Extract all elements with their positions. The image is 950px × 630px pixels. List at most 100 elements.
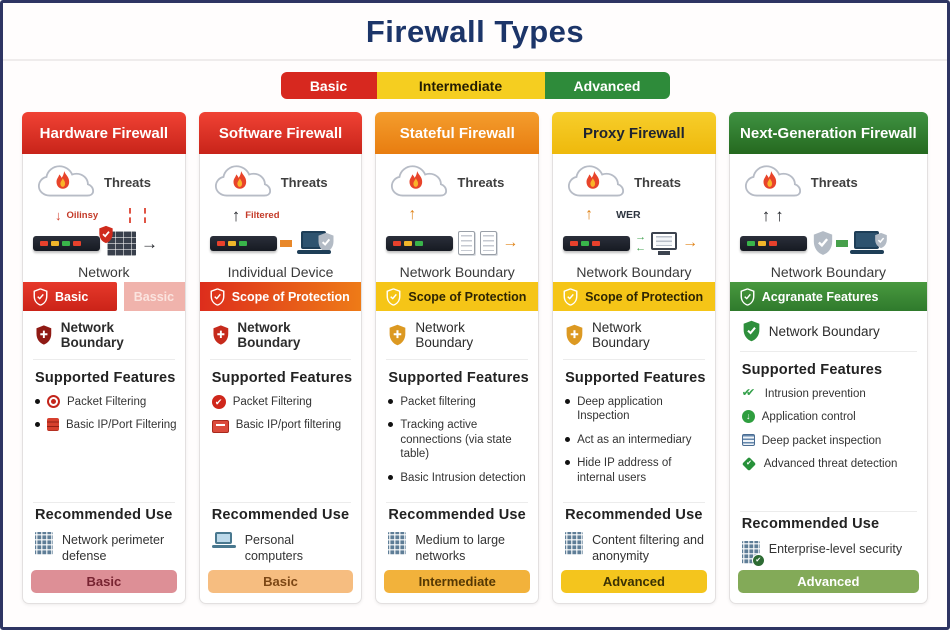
feature-item: Tracking active connections (via state t…: [388, 418, 530, 461]
recommended-text: Personal computers: [244, 532, 304, 563]
level-badge: Advanced: [561, 570, 707, 593]
divider: [209, 501, 352, 503]
recommended-text: Medium to large networks: [415, 532, 505, 563]
badge-row: Basic: [200, 564, 362, 603]
recommended-text: Network perimeter defense: [62, 532, 165, 563]
feature-item: Basic IP/port filtering: [211, 418, 354, 434]
shield-icon: [386, 288, 401, 306]
illustration-caption: Individual Device: [227, 264, 334, 280]
legend-advanced: Advanced: [544, 72, 670, 99]
illustration: Threats Oilinsy Network: [23, 154, 185, 282]
recommended-title: Recommended Use: [565, 506, 703, 523]
shield-icon: [812, 230, 834, 256]
column-header: Hardware Firewall: [22, 112, 186, 154]
scope-row: Network Boundary: [200, 311, 362, 357]
scope-label: Network Boundary: [592, 320, 650, 350]
firewall-appliance-icon: [563, 235, 631, 251]
blocked-arrow-icon: [55, 209, 62, 222]
recommended-title: Recommended Use: [211, 506, 350, 523]
firewall-appliance-icon: [386, 235, 454, 251]
band-label: Basic: [55, 289, 89, 304]
divider: [386, 501, 529, 503]
recommended-text: Content filtering and anonymity: [592, 532, 704, 563]
recommended-text: Enterprise-level security: [768, 542, 903, 556]
shield-icon: [210, 288, 225, 306]
column-software-firewall: Software Firewall Threats Filtered: [198, 112, 363, 604]
column-hardware-firewall: Hardware Firewall Threats Oilinsy: [22, 112, 186, 604]
divider: [33, 359, 175, 360]
packet-filtering-icon: [47, 395, 60, 408]
firewall-appliance-icon: [209, 235, 277, 251]
threats-label: Threats: [810, 174, 858, 190]
state-table-document-icon: [458, 231, 476, 255]
supported-features-section: Supported Features Packet Filtering Basi…: [23, 362, 185, 500]
laptop-icon: [296, 231, 331, 255]
diamond-check-icon: [741, 457, 756, 472]
features-band: Acgranate Features: [729, 282, 927, 311]
threat-cloud-icon: [744, 163, 802, 201]
building-icon: [565, 531, 584, 555]
level-badge: Basic: [31, 570, 177, 593]
features-title: Supported Features: [388, 370, 529, 386]
features-title: Supported Features: [741, 362, 883, 378]
connector-icon: [279, 239, 292, 247]
scope-shield-icon: [212, 324, 230, 346]
level-badge: Advanced: [737, 570, 919, 593]
divider: [33, 501, 175, 503]
bullet-dot: [565, 399, 571, 404]
threats-label: Threats: [280, 174, 328, 190]
traffic-arrow-icon: [682, 235, 698, 251]
feature-item: Hide IP address of internal users: [565, 456, 707, 485]
scope-row: Network Boundary: [553, 311, 715, 357]
threat-cloud-icon: [390, 163, 448, 201]
level-band-main: Basic: [23, 282, 117, 311]
title-divider: [3, 59, 947, 61]
ip-port-icon: [47, 418, 59, 432]
difficulty-legend: Basic Intermediate Advanced: [3, 72, 947, 99]
scope-shield-icon: [565, 324, 584, 346]
recommended-use-section: Recommended Use Medium to large networks: [376, 505, 538, 565]
divider: [739, 351, 917, 352]
scope-label: Network Boundary: [60, 320, 124, 350]
column-header: Next-Generation Firewall: [728, 112, 928, 154]
illustration: Threats WER Network Boundary: [553, 154, 715, 282]
up-arrow-icon: [762, 207, 771, 224]
feature-item: Packet filtering: [388, 395, 530, 409]
threat-cloud-icon: [214, 163, 272, 201]
badge-row: Basic: [23, 564, 185, 603]
feature-item: Advanced threat detection: [741, 457, 919, 472]
band-label: Scope of Protection: [231, 289, 350, 304]
firewall-appliance-icon: [33, 235, 100, 251]
band-ghost-label: Bassic: [123, 282, 185, 311]
scope-band: Scope of Protection: [376, 282, 539, 311]
up-arrow-icon: [408, 207, 416, 223]
supported-features-section: Supported Features Packet filtering Trac…: [376, 362, 538, 500]
divider: [739, 511, 917, 512]
band-label: Scope of Protection: [408, 289, 527, 304]
bullet-dot: [388, 474, 394, 480]
illustration: Threats Network Boundary: [730, 154, 927, 282]
illustration-caption: Network Boundary: [576, 264, 692, 280]
badge-row: Advanced: [553, 564, 715, 603]
legend-intermediate: Intermediate: [376, 72, 545, 99]
bullet-dot: [35, 422, 40, 428]
firewall-appliance-icon: [739, 235, 807, 251]
shield-icon: [740, 288, 755, 306]
feature-item: Basic IP/Port Filtering: [35, 418, 177, 432]
building-shield-icon: [741, 541, 765, 567]
bullet-dot: [565, 436, 571, 442]
proxy-server-monitor-icon: [651, 231, 678, 250]
up-arrow-icon: [232, 207, 241, 224]
column-proxy-firewall: Proxy Firewall Threats WER: [552, 112, 716, 604]
firewall-columns: Hardware Firewall Threats Oilinsy: [3, 99, 947, 604]
features-title: Supported Features: [35, 370, 176, 386]
scope-band: Scope of Protection: [553, 282, 715, 311]
brick-wall-icon: [107, 231, 136, 256]
feature-item: Intrusion prevention: [742, 387, 919, 401]
shield-icon: [563, 288, 578, 306]
list-icon: [741, 433, 755, 446]
column-header: Proxy Firewall: [552, 112, 716, 154]
supported-features-section: Supported Features Packet Filtering Basi…: [200, 362, 362, 500]
threats-label: Threats: [457, 174, 505, 190]
